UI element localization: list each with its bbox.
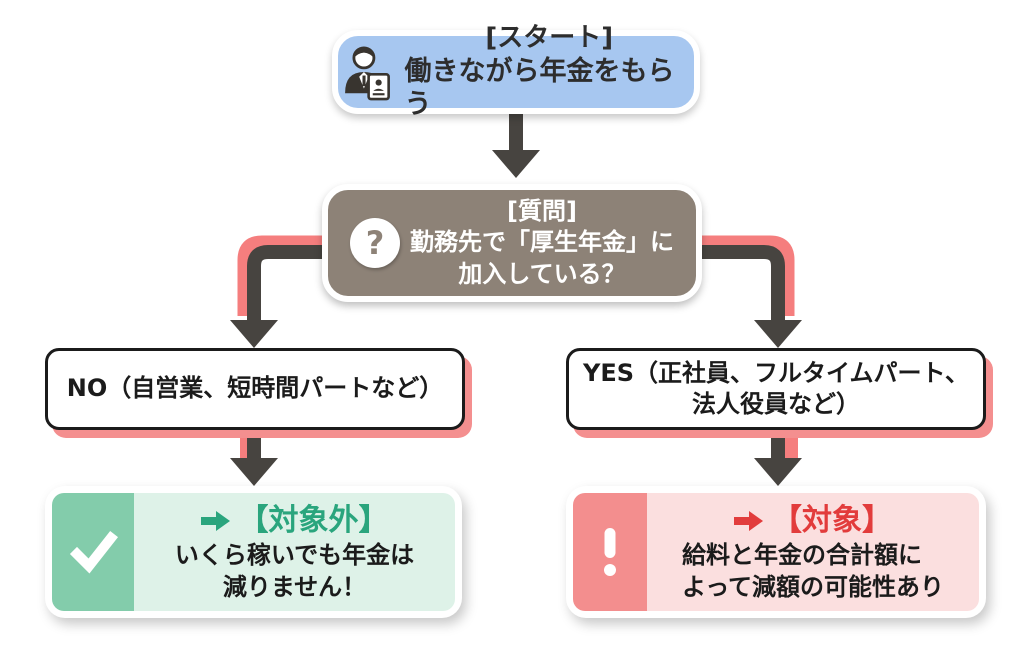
start-node: [スタート] 働きながら年金をもらう	[332, 23, 700, 120]
start-text: [スタート] 働きながら年金をもらう	[405, 22, 694, 122]
result-excluded-line2: 減りません！	[222, 572, 367, 601]
worker-id-card-icon	[345, 46, 390, 101]
branch-yes-line1: YES（正社員、フルタイムパート、	[582, 358, 970, 387]
right-arrow-icon	[200, 510, 230, 531]
result-subject-line2: よって減額の可能性あり	[681, 572, 945, 601]
question-text: [質問] 勤務先で「厚生年金」に 加入している？	[410, 196, 674, 290]
result-subject-title-row: 【対象】	[734, 501, 892, 540]
result-excluded-panel	[52, 493, 134, 611]
question-node: ? [質問] 勤務先で「厚生年金」に 加入している？	[322, 184, 702, 302]
connector-question-to-yes	[698, 235, 802, 348]
branch-no-label: NO（自営業、短時間パートなど）	[66, 374, 444, 403]
arrow-no-to-excluded	[230, 428, 278, 486]
question-line1: 勤務先で「厚生年金」に	[410, 228, 674, 257]
result-excluded-main: 【対象外】 いくら稼いでも年金は 減りません！	[134, 493, 455, 611]
result-excluded-node: 【対象外】 いくら稼いでも年金は 減りません！	[45, 486, 462, 618]
branch-yes-node: YES（正社員、フルタイムパート、 法人役員など）	[566, 348, 986, 430]
result-excluded-body: いくら稼いでも年金は 減りません！	[175, 540, 414, 602]
result-excluded-title: 【対象外】	[238, 503, 389, 539]
start-title: 働きながら年金をもらう	[404, 55, 675, 121]
connector-question-to-no	[230, 235, 326, 348]
arrow-yes-to-subject	[754, 428, 802, 486]
question-line2: 加入している？	[458, 259, 626, 288]
result-subject-title: 【対象】	[772, 503, 892, 539]
arrow-start-to-question	[492, 112, 540, 178]
exclamation-icon	[604, 528, 616, 576]
result-subject-panel	[573, 493, 647, 611]
question-mark-glyph: ?	[365, 224, 385, 262]
result-excluded-inner: 【対象外】 いくら稼いでも年金は 減りません！	[52, 493, 455, 611]
question-mark-icon: ?	[350, 218, 400, 268]
branch-yes-line2: 法人役員など）	[692, 390, 860, 418]
checkmark-icon	[69, 530, 119, 574]
result-subject-inner: 【対象】 給料と年金の合計額に よって減額の可能性あり	[573, 493, 979, 611]
result-excluded-title-row: 【対象外】	[200, 501, 389, 540]
start-tag: [スタート]	[485, 23, 614, 53]
result-subject-main: 【対象】 給料と年金の合計額に よって減額の可能性あり	[647, 493, 979, 611]
branch-no-node: NO（自営業、短時間パートなど）	[45, 348, 465, 430]
result-excluded-line1: いくら稼いでも年金は	[174, 541, 415, 570]
result-subject-line1: 給料と年金の合計額に	[681, 541, 922, 570]
question-tag: [質問]	[507, 197, 577, 226]
result-subject-node: 【対象】 給料と年金の合計額に よって減額の可能性あり	[566, 486, 986, 618]
right-arrow-icon	[734, 510, 763, 531]
result-subject-body: 給料と年金の合計額に よって減額の可能性あり	[682, 540, 944, 602]
